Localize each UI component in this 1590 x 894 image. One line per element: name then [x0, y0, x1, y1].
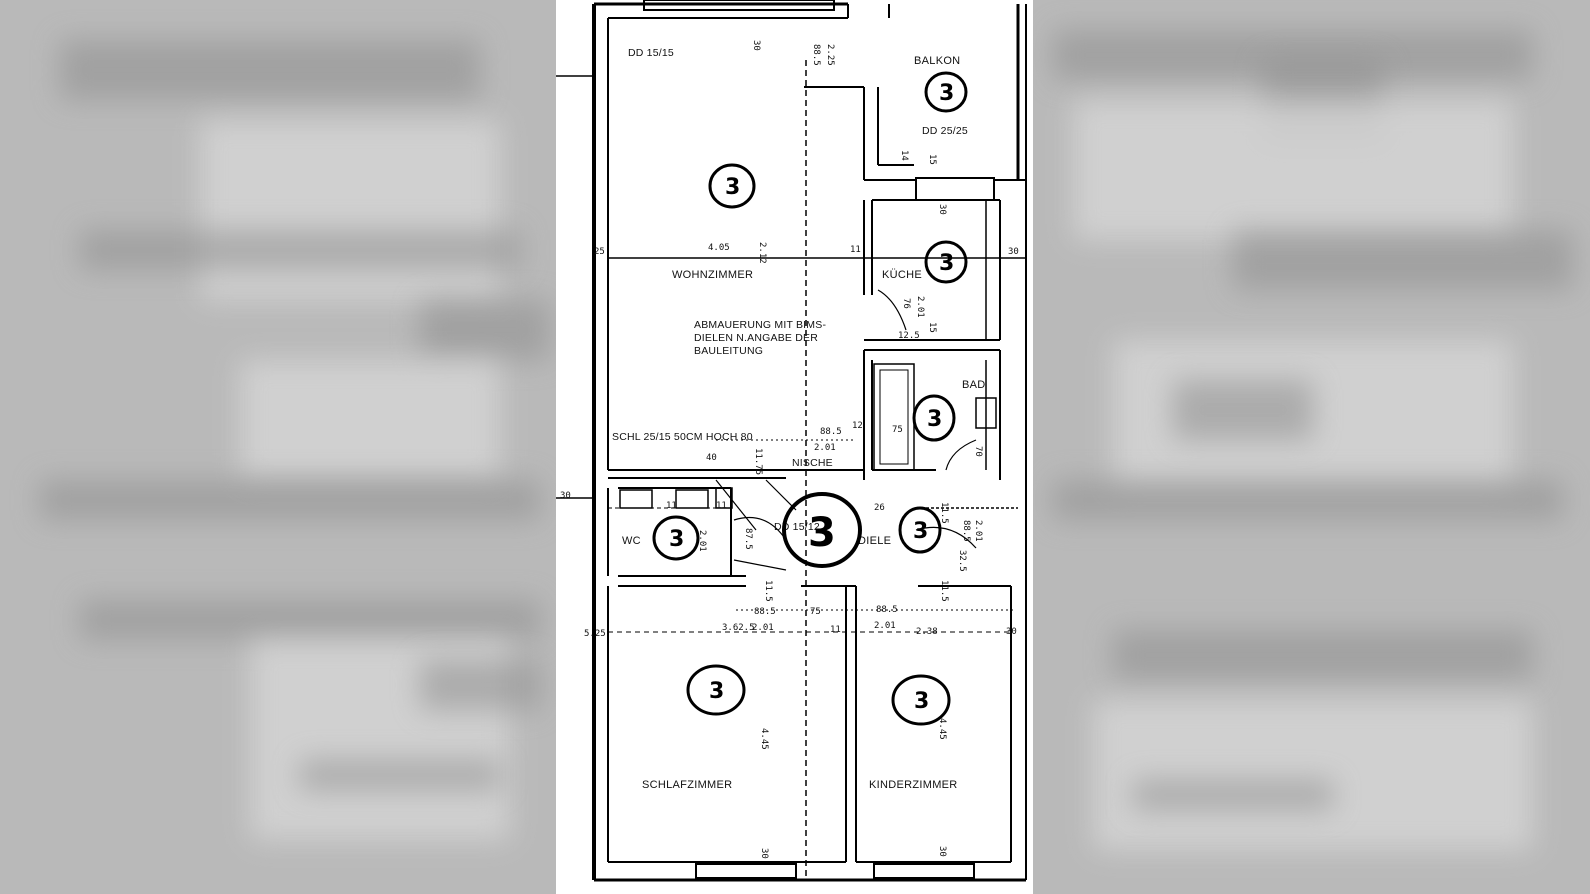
svg-text:3: 3 [939, 81, 954, 106]
dim-125: 12.5 [898, 331, 920, 341]
svg-text:3: 3 [913, 519, 928, 544]
dim-11-wc: 11 [666, 501, 677, 511]
svg-text:3: 3 [669, 527, 684, 552]
dim-11-wohn: 11 [850, 245, 861, 255]
svg-text:3: 3 [914, 689, 929, 714]
dim-201-diele: 2.01 [973, 520, 983, 542]
floor-plan-image: BALKON WOHNZIMMER KÜCHE BAD WC DIELE SCH… [556, 0, 1033, 894]
room-label-kueche: KÜCHE [882, 269, 922, 281]
dim-11-b: 11 [830, 625, 841, 635]
dim-15-balkon: 15 [927, 154, 937, 165]
dim-225: 2.25 [825, 44, 835, 66]
dim-885-b1: 88.5 [754, 607, 776, 617]
svg-text:3: 3 [808, 510, 836, 556]
marker-wohnzimmer: 3 [708, 163, 756, 209]
dim-70: 70 [973, 446, 983, 457]
svg-text:3: 3 [709, 679, 724, 704]
dim-238: 2.38 [916, 627, 938, 637]
room-label-wc: WC [622, 535, 641, 547]
dim-201-mid: 2.01 [814, 443, 836, 453]
marker-bad: 3 [912, 394, 956, 442]
dim-201-b2: 2.01 [874, 621, 896, 631]
room-label-wohnzimmer: WOHNZIMMER [672, 269, 753, 281]
dim-445-right: 4.45 [937, 718, 947, 740]
dim-30-b: 30 [1006, 627, 1017, 637]
dim-115-b2: 11.5 [939, 580, 949, 602]
walls [556, 0, 1027, 882]
dim-201-wc: 2.01 [697, 530, 707, 552]
dim-26: 26 [874, 503, 885, 513]
dim-212: 2.12 [757, 242, 767, 264]
note-abmauerung-line3: BAULEITUNG [694, 345, 763, 357]
room-label-bad: BAD [962, 379, 986, 391]
dim-75-b: 75 [810, 607, 821, 617]
dim-115-b1: 11.5 [763, 580, 773, 602]
dim-11-wc2: 11 [716, 501, 727, 511]
dim-115: 11.5 [939, 502, 949, 524]
dim-75-bad: 75 [892, 425, 903, 435]
marker-balkon: 3 [924, 71, 968, 113]
note-schl: SCHL 25/15 50CM HOCH 80 [612, 431, 753, 443]
dim-25-left: 25 [594, 247, 605, 257]
svg-text:3: 3 [725, 175, 740, 200]
note-abmauerung-line2: DIELEN N.ANGABE DER [694, 332, 818, 344]
dim-885-diele: 88.5 [961, 520, 971, 542]
dim-40: 40 [706, 453, 717, 463]
dim-201-kueche: 2.01 [915, 296, 925, 318]
blurred-background-right [1033, 0, 1590, 894]
dim-405: 4.05 [708, 243, 730, 253]
room-label-diele: DIELE [858, 535, 891, 547]
svg-text:3: 3 [939, 251, 954, 276]
marker-kueche: 3 [924, 240, 968, 284]
note-dd-wohn: DD 15/15 [628, 47, 674, 59]
dim-30-bottom-right: 30 [937, 846, 947, 857]
marker-diele-large: 3 [782, 492, 862, 568]
marker-kinderzimmer: 3 [891, 674, 951, 726]
note-abmauerung-line1: ABMAUERUNG MIT BIMS- [694, 319, 826, 331]
marker-wc: 3 [652, 515, 700, 561]
blurred-background-left [0, 0, 556, 894]
dim-30-kueche: 30 [937, 204, 947, 215]
svg-text:3: 3 [927, 407, 942, 432]
dimension-labels: 30 88.5 2.25 4.05 2.12 11 25 30 30 15 14… [560, 40, 1019, 859]
dim-12: 12 [852, 421, 863, 431]
marker-diele: 3 [898, 506, 942, 554]
dim-1175: 11.75 [753, 448, 763, 475]
dim-30-left: 30 [560, 491, 571, 501]
floor-plan-drawing: BALKON WOHNZIMMER KÜCHE BAD WC DIELE SCH… [556, 0, 1027, 882]
dim-875: 87.5 [743, 528, 753, 550]
dim-201-b1: 2.01 [752, 623, 774, 633]
dim-445-left: 4.45 [759, 728, 769, 750]
dim-14: 14 [899, 150, 909, 161]
room-label-kinderzimmer: KINDERZIMMER [869, 779, 958, 791]
dim-30-top: 30 [751, 40, 761, 51]
dim-3625: 3.62.5 [722, 623, 755, 633]
dim-30-right: 30 [1008, 247, 1019, 257]
dim-30-bottom-left: 30 [759, 848, 769, 859]
dim-76: 76 [901, 298, 911, 309]
dim-885-mid: 88.5 [820, 427, 842, 437]
dim-325: 32.5 [957, 550, 967, 572]
dim-525: 5.25 [584, 629, 606, 639]
room-label-schlafzimmer: SCHLAFZIMMER [642, 779, 732, 791]
room-label-nische: NISCHE [792, 457, 833, 469]
dim-885-b2: 88.5 [876, 605, 898, 615]
note-dd-balkon: DD 25/25 [922, 125, 968, 137]
marker-schlafzimmer: 3 [686, 664, 746, 716]
room-label-balkon: BALKON [914, 55, 960, 67]
dim-15-kueche: 15 [927, 322, 937, 333]
dim-885-top: 88.5 [811, 44, 821, 66]
